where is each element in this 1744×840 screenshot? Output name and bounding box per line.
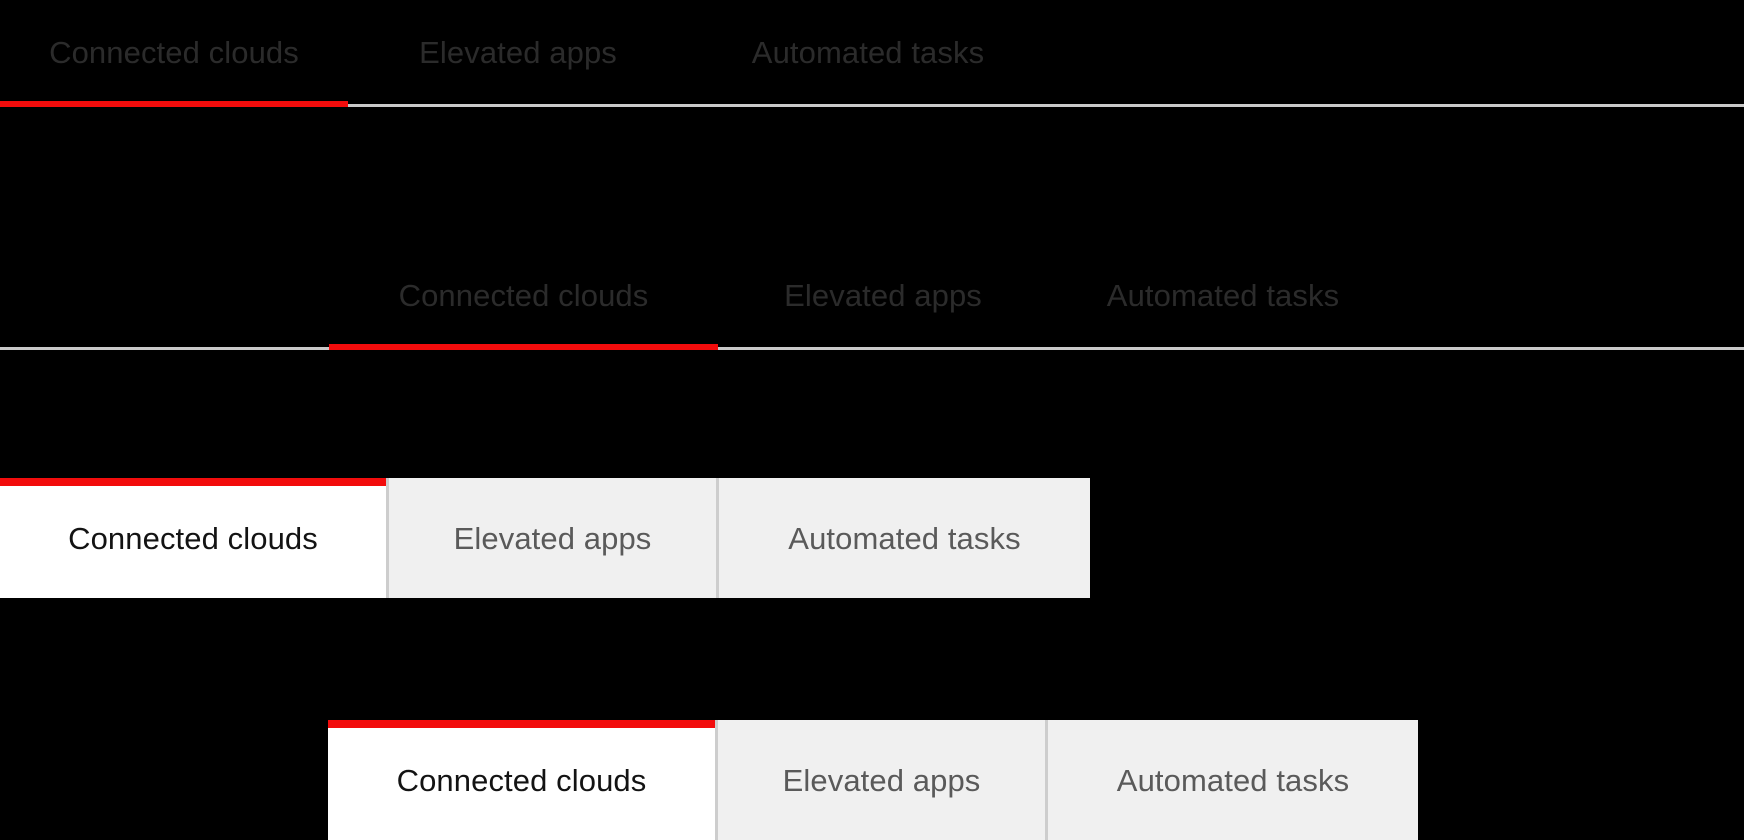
tablist: Connected clouds Elevated apps Automated…: [329, 245, 1398, 345]
tab-elevated-apps[interactable]: Elevated apps: [718, 720, 1048, 840]
tab-elevated-apps[interactable]: Elevated apps: [718, 245, 1048, 345]
tab-automated-tasks[interactable]: Automated tasks: [719, 478, 1090, 598]
active-tab-indicator: [0, 101, 348, 107]
tab-label: Connected clouds: [396, 762, 647, 798]
tab-label: Connected clouds: [398, 277, 649, 313]
tablist-baseline-rule: [348, 104, 1744, 107]
tab-connected-clouds[interactable]: Connected clouds: [0, 478, 389, 598]
tabset-plain-indented: Connected clouds Elevated apps Automated…: [0, 245, 1744, 350]
tab-label: Connected clouds: [68, 520, 318, 556]
tab-label: Elevated apps: [419, 34, 617, 70]
tab-connected-clouds[interactable]: Connected clouds: [328, 720, 718, 840]
tab-label: Elevated apps: [782, 762, 981, 798]
tabset-plain-left: Connected clouds Elevated apps Automated…: [0, 2, 1744, 107]
tablist: Connected clouds Elevated apps Automated…: [0, 2, 1048, 102]
tab-elevated-apps[interactable]: Elevated apps: [348, 2, 688, 102]
tab-label: Automated tasks: [1106, 277, 1340, 313]
active-tab-indicator: [329, 344, 718, 350]
tab-label: Automated tasks: [751, 34, 985, 70]
tab-automated-tasks[interactable]: Automated tasks: [688, 2, 1048, 102]
tab-label: Automated tasks: [788, 520, 1021, 556]
tab-connected-clouds[interactable]: Connected clouds: [0, 2, 348, 102]
tablist: Connected clouds Elevated apps Automated…: [0, 478, 1090, 598]
tab-label: Connected clouds: [49, 34, 299, 70]
tab-automated-tasks[interactable]: Automated tasks: [1048, 245, 1398, 345]
tab-automated-tasks[interactable]: Automated tasks: [1048, 720, 1418, 840]
tab-label: Automated tasks: [1116, 762, 1350, 798]
tabset-filled-left: Connected clouds Elevated apps Automated…: [0, 478, 1090, 598]
tablist-baseline-rule: [0, 347, 1744, 350]
tab-connected-clouds[interactable]: Connected clouds: [329, 245, 718, 345]
tabset-filled-indented: Connected clouds Elevated apps Automated…: [328, 720, 1418, 840]
tab-label: Elevated apps: [784, 277, 982, 313]
tab-label: Elevated apps: [453, 520, 652, 556]
tab-elevated-apps[interactable]: Elevated apps: [389, 478, 719, 598]
tablist: Connected clouds Elevated apps Automated…: [328, 720, 1418, 840]
